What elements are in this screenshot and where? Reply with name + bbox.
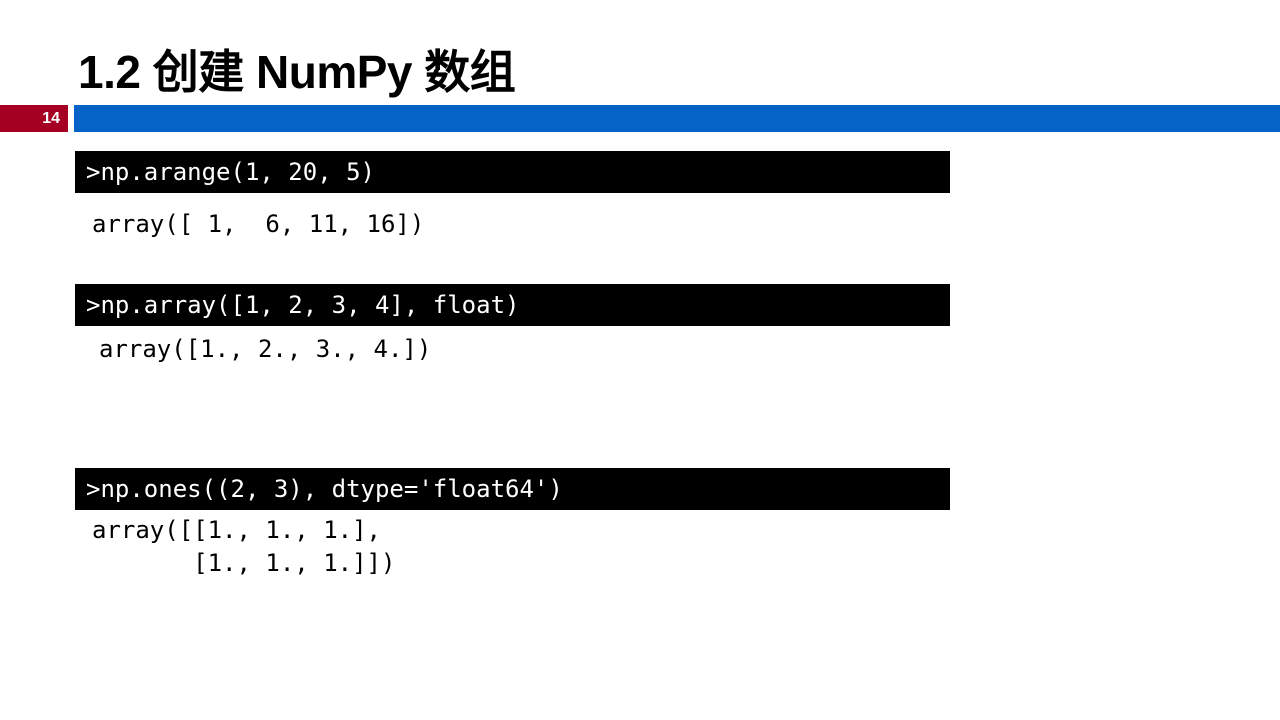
accent-bar	[74, 105, 1280, 132]
code-output-array: array([1., 2., 3., 4.])	[99, 335, 432, 363]
slide-title: 1.2 创建 NumPy 数组	[78, 46, 516, 98]
code-output-arange: array([ 1, 6, 11, 16])	[92, 210, 425, 238]
code-input-arange: >np.arange(1, 20, 5)	[75, 151, 950, 193]
code-input-ones: >np.ones((2, 3), dtype='float64')	[75, 468, 950, 510]
code-output-ones: array([[1., 1., 1.], [1., 1., 1.]])	[92, 516, 396, 577]
code-input-array: >np.array([1, 2, 3, 4], float)	[75, 284, 950, 326]
page-number-badge: 14	[0, 105, 68, 132]
